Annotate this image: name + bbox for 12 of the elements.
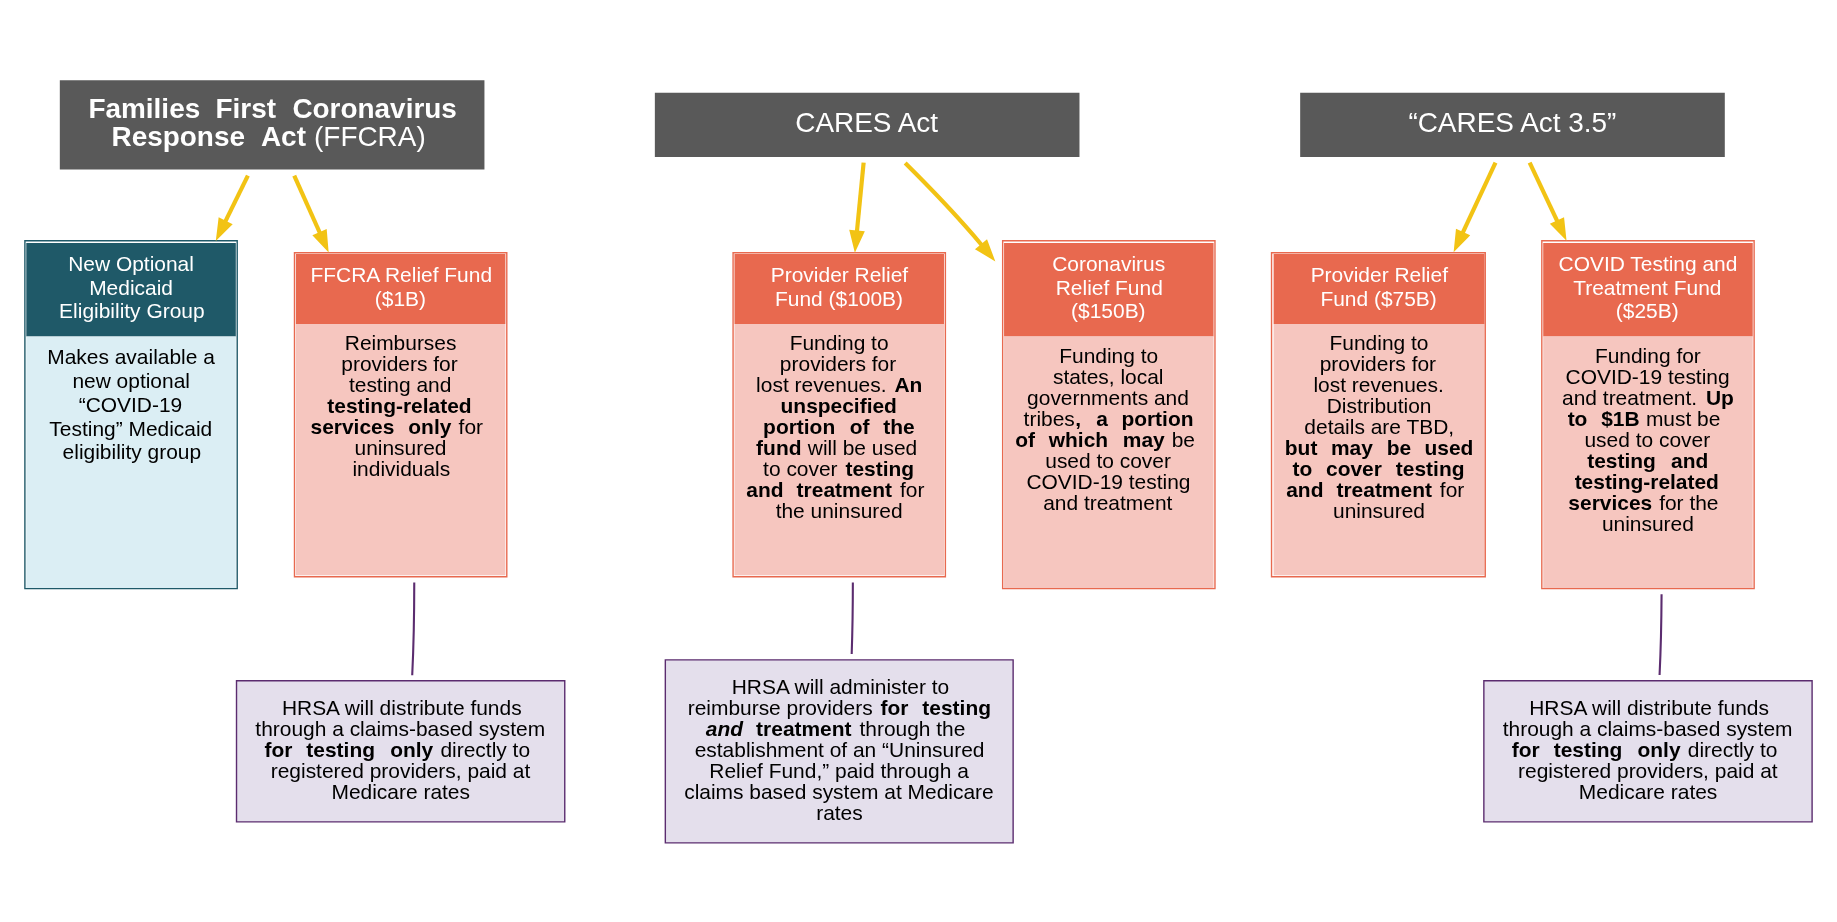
connector — [1658, 593, 1663, 675]
connector — [411, 582, 416, 675]
arrow — [215, 174, 250, 241]
arrow — [849, 161, 866, 253]
connector — [850, 582, 854, 654]
arrow — [292, 174, 329, 253]
arrow — [903, 161, 996, 261]
arrow — [1527, 161, 1567, 241]
node-box: Families First Coronavirus Response Act (FFCRA) — [59, 79, 485, 170]
node-box: CARES Act — [654, 92, 1080, 157]
arrow — [1453, 161, 1498, 252]
node-box: “CARES Act 3.5” — [1300, 92, 1725, 157]
